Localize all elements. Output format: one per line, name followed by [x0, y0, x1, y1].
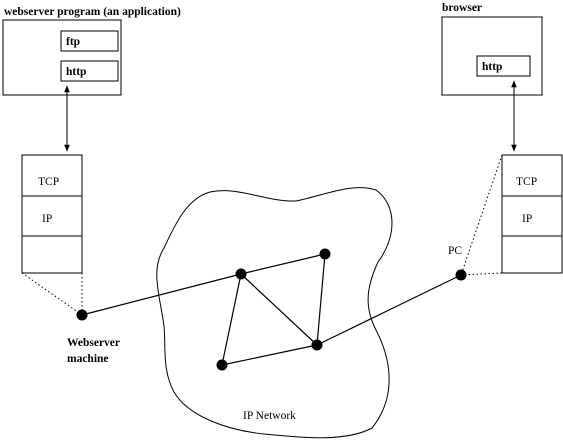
- browser-box: browser http: [441, 2, 543, 96]
- pc-tcp-layer: TCP: [516, 176, 537, 188]
- server-protocol-stack: TCP IP: [21, 154, 83, 274]
- server-stack-frame: [21, 154, 83, 274]
- router-node: [319, 248, 331, 260]
- pc-protocol-stack: TCP IP: [501, 154, 563, 274]
- pc-node: [455, 269, 467, 281]
- webserver-label-line2: machine: [67, 353, 109, 365]
- pc-stack-frame: [501, 154, 563, 274]
- network-links: [81, 253, 462, 366]
- webserver-program-box: webserver program (an application) ftp h…: [2, 6, 181, 96]
- http-server-app-label: http: [66, 66, 86, 78]
- http-server-app-box: [60, 60, 119, 82]
- link-webserver-router: [81, 273, 242, 316]
- server-machine-dotted-line: [21, 272, 83, 316]
- ftp-app-label: ftp: [66, 36, 80, 48]
- http-client-app-box: [476, 55, 531, 77]
- pc-dotted-line: [460, 272, 503, 276]
- network-link: [240, 253, 326, 275]
- http-client-app-label: http: [482, 61, 502, 73]
- network-nodes: [76, 248, 467, 371]
- pc-ip-layer: IP: [522, 213, 532, 225]
- router-node: [311, 339, 323, 351]
- webserver-program-title: webserver program (an application): [4, 6, 181, 18]
- browser-title: browser: [442, 2, 482, 14]
- webserver-program-frame: [2, 19, 122, 96]
- ip-network-cloud: [156, 187, 393, 439]
- link-router-pc: [316, 274, 462, 346]
- network-link: [221, 273, 242, 366]
- server-ip-layer: IP: [42, 213, 52, 225]
- network-link: [221, 344, 318, 366]
- pc-dotted-line: [460, 154, 503, 276]
- router-node: [216, 359, 228, 371]
- ftp-app-box: [60, 30, 119, 52]
- browser-frame: [441, 16, 543, 96]
- router-node: [235, 268, 247, 280]
- server-tcp-layer: TCP: [38, 176, 59, 188]
- network-link: [316, 253, 326, 346]
- pc-label: PC: [448, 245, 462, 257]
- network-link: [240, 273, 318, 346]
- webserver-label-line1: Webserver: [67, 337, 120, 349]
- webserver-machine-node: [76, 309, 88, 321]
- ip-network-label: IP Network: [243, 410, 296, 422]
